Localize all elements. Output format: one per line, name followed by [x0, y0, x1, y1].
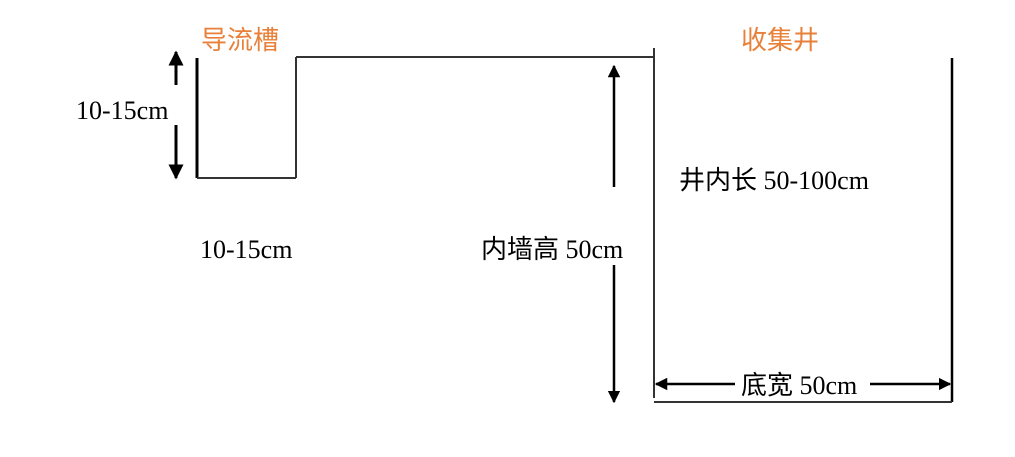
channel-title: 导流槽 — [201, 26, 280, 56]
inner-wall-height-label: 内墙高 50cm — [481, 235, 624, 264]
well-inner-length-label: 井内长 50-100cm — [679, 166, 869, 195]
channel-outline — [195, 56, 655, 179]
well-title: 收集井 — [741, 26, 820, 56]
bottom-width-label: 底宽 50cm — [741, 371, 858, 400]
channel-width-label: 10-15cm — [200, 235, 293, 264]
channel-depth-label: 10-15cm — [76, 96, 169, 125]
well-outline — [653, 48, 954, 403]
